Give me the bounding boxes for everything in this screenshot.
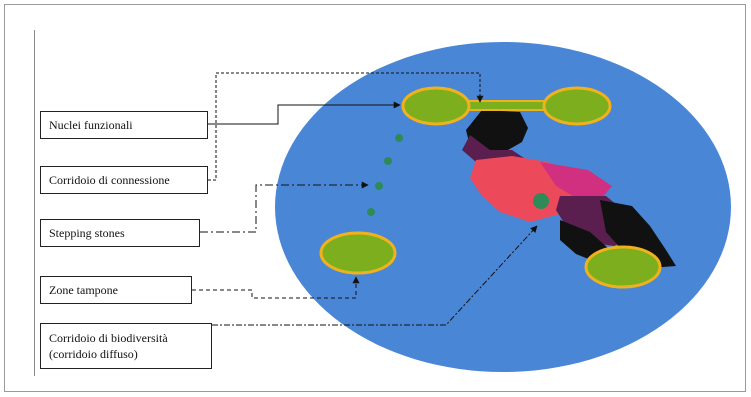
stepping-stone-large (533, 193, 549, 209)
habitat-patches (462, 110, 676, 268)
label-buffer-zones-text: Zone tampone (49, 283, 118, 297)
leader-connection-corridor (208, 72, 484, 181)
stepping-stone (395, 134, 403, 142)
patch-magenta (540, 162, 612, 200)
label-biodiversity-corridor: Corridoio di biodiversità (corridoio dif… (40, 323, 212, 369)
left-rule (34, 30, 35, 376)
patch-black-right (600, 200, 676, 268)
leader-stepping-stones (200, 181, 369, 233)
leader-buffer-zones (192, 276, 360, 299)
core-node-top-left (401, 86, 471, 126)
stepping-stones (367, 134, 549, 216)
leader-biodiversity-corridor (212, 225, 538, 326)
stepping-stone (384, 157, 392, 165)
stepping-stone (375, 182, 383, 190)
label-buffer-zones: Zone tampone (40, 276, 192, 304)
label-biodiversity-corridor-line1: Corridoio di biodiversità (49, 331, 168, 345)
leader-core (208, 101, 401, 125)
label-biodiversity-corridor-line2: (corridoio diffuso) (49, 347, 138, 361)
stepping-stone (367, 208, 375, 216)
core-node-bottom-left (319, 231, 397, 275)
core-node-bottom-right (584, 245, 662, 289)
label-core-text: Nuclei funzionali (49, 118, 133, 132)
label-connection-corridor-text: Corridoio di connessione (49, 173, 170, 187)
core-node-top-right (542, 86, 612, 126)
label-stepping-stones: Stepping stones (40, 219, 200, 247)
patch-black-lower (560, 220, 608, 262)
label-stepping-stones-text: Stepping stones (49, 226, 125, 240)
label-core: Nuclei funzionali (40, 111, 208, 139)
label-connection-corridor: Corridoio di connessione (40, 166, 208, 194)
